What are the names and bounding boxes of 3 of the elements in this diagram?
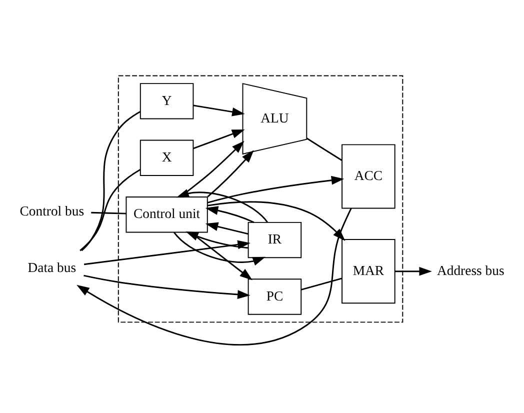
node-text: Address bus <box>436 262 504 278</box>
node-text: Data bus <box>28 260 76 276</box>
node-text: Control bus <box>20 203 84 218</box>
